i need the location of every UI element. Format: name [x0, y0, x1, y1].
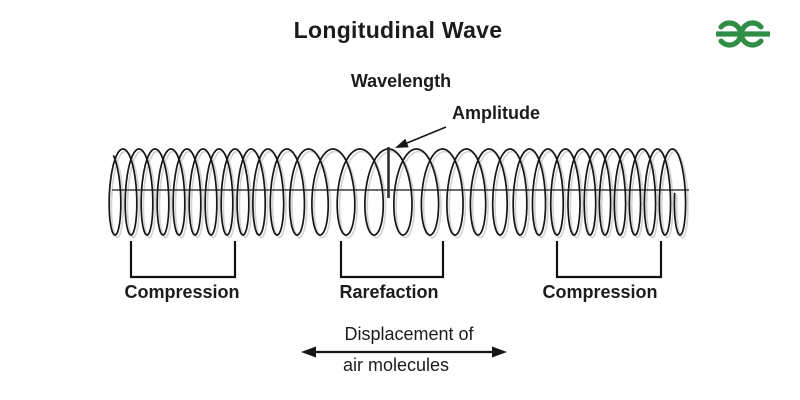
displacement-label-line2: air molecules [342, 355, 450, 375]
coil-spring [108, 148, 687, 236]
page-title: Longitudinal Wave [293, 17, 503, 43]
amplitude-label: Amplitude [452, 103, 540, 123]
region-label-compression: Compression [542, 282, 658, 302]
amplitude-arrowhead [395, 138, 409, 148]
displacement-arrowhead-left [301, 346, 316, 358]
amplitude-arrow-line [406, 126, 447, 144]
wavelength-label: Wavelength [350, 71, 452, 91]
bracket-rarefaction-1 [339, 241, 445, 279]
bracket-compression-2 [555, 241, 663, 279]
region-label-rarefaction: Rarefaction [339, 282, 439, 302]
bracket-compression-0 [129, 241, 237, 279]
displacement-arrowhead-right [492, 346, 507, 358]
displacement-label-line1: Displacement of [344, 324, 474, 344]
coil-shadow [110, 150, 689, 239]
region-label-compression: Compression [124, 282, 240, 302]
geeksforgeeks-logo-icon [716, 20, 770, 48]
